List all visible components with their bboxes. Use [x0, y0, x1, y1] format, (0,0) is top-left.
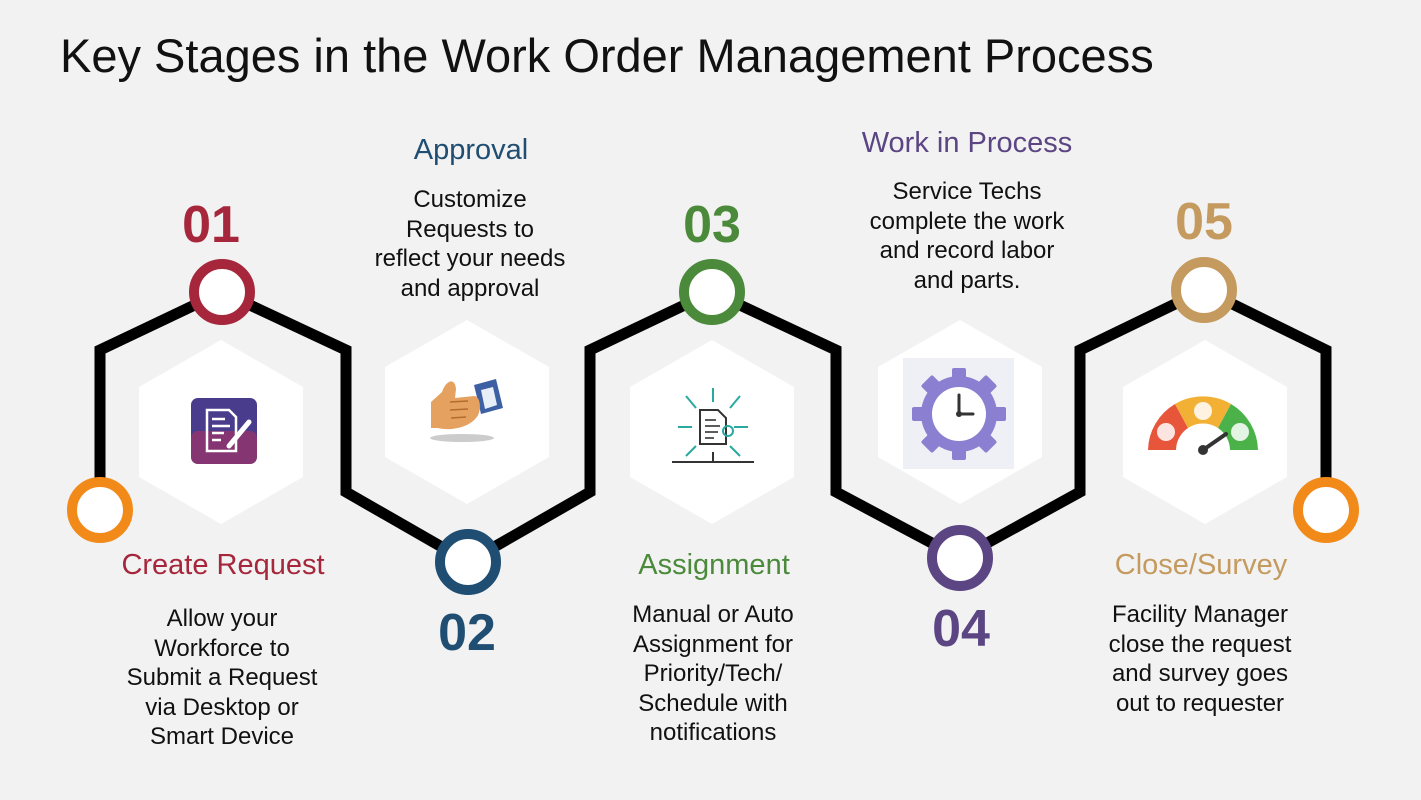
stage-4-number: 04 — [932, 600, 990, 658]
document-network-icon — [672, 388, 754, 463]
gear-clock-icon — [903, 358, 1014, 469]
stage-5-description: Facility Manager close the request and s… — [1075, 600, 1325, 718]
description-line: close the request — [1108, 630, 1292, 658]
stage-3-number: 03 — [683, 196, 741, 254]
stage-1-node — [189, 259, 255, 325]
description-line: and parts. — [913, 266, 1021, 294]
stage-3-heading: Assignment — [638, 549, 790, 581]
description-line: Customize — [413, 186, 527, 213]
description-line: Workforce to — [154, 634, 290, 662]
description-line: Requests to — [405, 215, 535, 243]
description-line: Submit a Request — [126, 664, 318, 691]
stage-3-description: Manual or Auto Assignment for Priority/T… — [588, 600, 838, 748]
description-line: and record labor — [879, 237, 1055, 264]
request-form-icon — [191, 398, 257, 464]
start-endpoint-ring — [67, 477, 133, 543]
stage-2-heading: Approval — [413, 134, 529, 166]
description-line: notifications — [649, 719, 777, 746]
stage-1-number: 01 — [182, 196, 240, 254]
description-line: reflect your needs — [374, 245, 566, 272]
stage-4-node — [927, 525, 993, 591]
satisfaction-gauge-icon — [1148, 396, 1258, 455]
stage-2-number: 02 — [438, 604, 496, 662]
page-title: Key Stages in the Work Order Management … — [60, 29, 1154, 82]
description-line: and approval — [400, 274, 540, 302]
description-line: out to requester — [1115, 689, 1285, 717]
end-endpoint-ring — [1293, 477, 1359, 543]
stage-4-heading: Work in Process — [861, 127, 1073, 159]
description-line: and survey goes — [1111, 660, 1289, 687]
description-line: Smart Device — [149, 723, 295, 750]
stage-5-hexagon — [1123, 340, 1287, 524]
description-line: complete the work — [869, 207, 1065, 235]
description-line: via Desktop or — [145, 693, 299, 721]
stage-1-description: Allow your Workforce to Submit a Request… — [97, 604, 347, 752]
stage-4-description: Service Techs complete the work and reco… — [842, 177, 1092, 295]
stage-3-node — [679, 259, 745, 325]
description-line: Manual or Auto — [632, 601, 794, 628]
stage-2-node — [435, 529, 501, 595]
description-line: Schedule with — [638, 689, 788, 717]
stage-5-node — [1171, 257, 1237, 323]
description-line: Priority/Tech/ — [643, 660, 783, 687]
stage-5-heading: Close/Survey — [1114, 549, 1288, 581]
stage-5-number: 05 — [1175, 193, 1233, 251]
stage-2-description: Customize Requests to reflect your needs… — [345, 185, 595, 303]
description-line: Allow your — [166, 605, 278, 632]
description-line: Service Techs — [892, 178, 1042, 205]
stage-1-heading: Create Request — [121, 549, 325, 581]
thumbs-up-icon — [430, 379, 503, 442]
description-line: Assignment for — [632, 630, 794, 658]
description-line: Facility Manager — [1111, 601, 1289, 628]
